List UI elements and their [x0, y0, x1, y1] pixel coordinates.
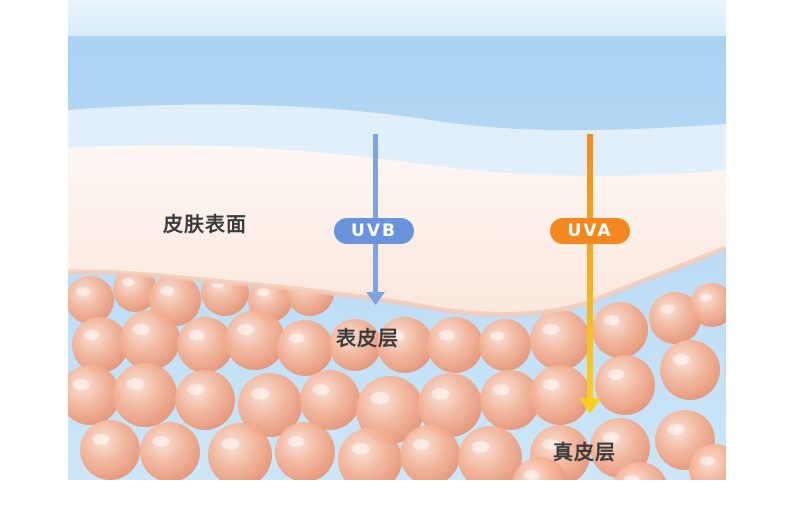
- cell-highlight: [339, 331, 355, 341]
- cell-sphere: [140, 422, 200, 480]
- cell-highlight: [92, 434, 110, 445]
- cell-sphere: [277, 320, 333, 376]
- cell-sphere: [427, 317, 483, 373]
- cell-sphere: [68, 365, 120, 425]
- cell-sphere: [275, 422, 335, 480]
- cell-highlight: [699, 293, 712, 302]
- skin-surface-label: 皮肤表面: [163, 212, 247, 236]
- cell-sphere: [113, 268, 157, 312]
- cell-sphere: [660, 340, 720, 400]
- cell-sphere: [595, 355, 655, 415]
- cell-sphere: [225, 310, 285, 370]
- cell-sphere: [530, 365, 590, 425]
- cell-highlight: [542, 439, 560, 450]
- cell-highlight: [523, 470, 540, 480]
- cell-sphere: [80, 420, 140, 480]
- cell-sphere: [592, 302, 648, 358]
- cell-highlight: [257, 288, 270, 297]
- cell-sphere: [120, 310, 180, 370]
- cell-sphere: [72, 317, 128, 373]
- cell-highlight: [672, 354, 690, 365]
- cell-highlight: [542, 324, 560, 335]
- cell-highlight: [412, 439, 430, 450]
- cell-sphere: [208, 423, 272, 480]
- cell-sphere: [113, 363, 177, 427]
- cell-sphere: [238, 373, 302, 437]
- epidermis-label: 表皮层: [336, 326, 399, 350]
- cell-highlight: [667, 424, 685, 435]
- dermis-label: 真皮层: [553, 440, 616, 464]
- cell-highlight: [288, 333, 305, 344]
- cell-highlight: [471, 441, 490, 453]
- cell-highlight: [542, 379, 560, 390]
- cell-highlight: [438, 330, 455, 341]
- uva-badge: UVA: [550, 218, 630, 244]
- cell-highlight: [699, 456, 715, 466]
- cell-highlight: [132, 324, 150, 335]
- cell-highlight: [72, 379, 90, 390]
- cell-sphere: [690, 283, 726, 327]
- cell-highlight: [312, 384, 330, 395]
- cell-sphere: [418, 373, 482, 437]
- cell-highlight: [221, 438, 240, 450]
- uvb-badge: UVB: [334, 218, 414, 244]
- cell-highlight: [492, 384, 510, 395]
- cell-highlight: [187, 384, 205, 395]
- cell-sphere: [480, 370, 540, 430]
- cell-sphere: [377, 317, 433, 373]
- uva-arrow: [579, 134, 601, 414]
- cell-highlight: [388, 330, 405, 341]
- cell-highlight: [370, 391, 390, 405]
- dermis-cells: [68, 268, 726, 480]
- cell-highlight: [602, 432, 620, 443]
- cell-highlight: [188, 330, 205, 341]
- cell-sphere: [689, 444, 726, 480]
- cell-sphere: [458, 426, 522, 480]
- cell-sphere: [400, 425, 460, 480]
- cell-sphere: [329, 319, 381, 371]
- cell-highlight: [431, 388, 450, 400]
- cell-highlight: [237, 324, 255, 335]
- cell-highlight: [623, 475, 640, 480]
- cell-highlight: [251, 388, 270, 400]
- cell-highlight: [122, 278, 135, 287]
- cell-sphere: [649, 292, 701, 344]
- cell-highlight: [603, 315, 620, 326]
- cell-sphere: [613, 462, 667, 480]
- cell-highlight: [159, 286, 175, 296]
- cell-highlight: [76, 287, 90, 296]
- cell-sphere: [479, 319, 531, 371]
- cell-sphere: [338, 428, 402, 480]
- cell-sphere: [177, 317, 233, 373]
- cell-highlight: [489, 331, 505, 341]
- cell-sphere: [175, 370, 235, 430]
- cell-highlight: [659, 304, 675, 314]
- cell-highlight: [351, 443, 370, 455]
- cell-sphere: [356, 376, 424, 444]
- cell-sphere: [512, 457, 568, 480]
- cell-highlight: [152, 436, 170, 447]
- cell-sphere: [530, 310, 590, 370]
- uvb-arrow: [366, 134, 385, 305]
- cell-highlight: [83, 330, 100, 341]
- cell-highlight: [607, 369, 625, 380]
- cell-sphere: [68, 276, 114, 324]
- cell-highlight: [287, 436, 305, 447]
- cell-sphere: [300, 370, 360, 430]
- cell-highlight: [126, 378, 145, 390]
